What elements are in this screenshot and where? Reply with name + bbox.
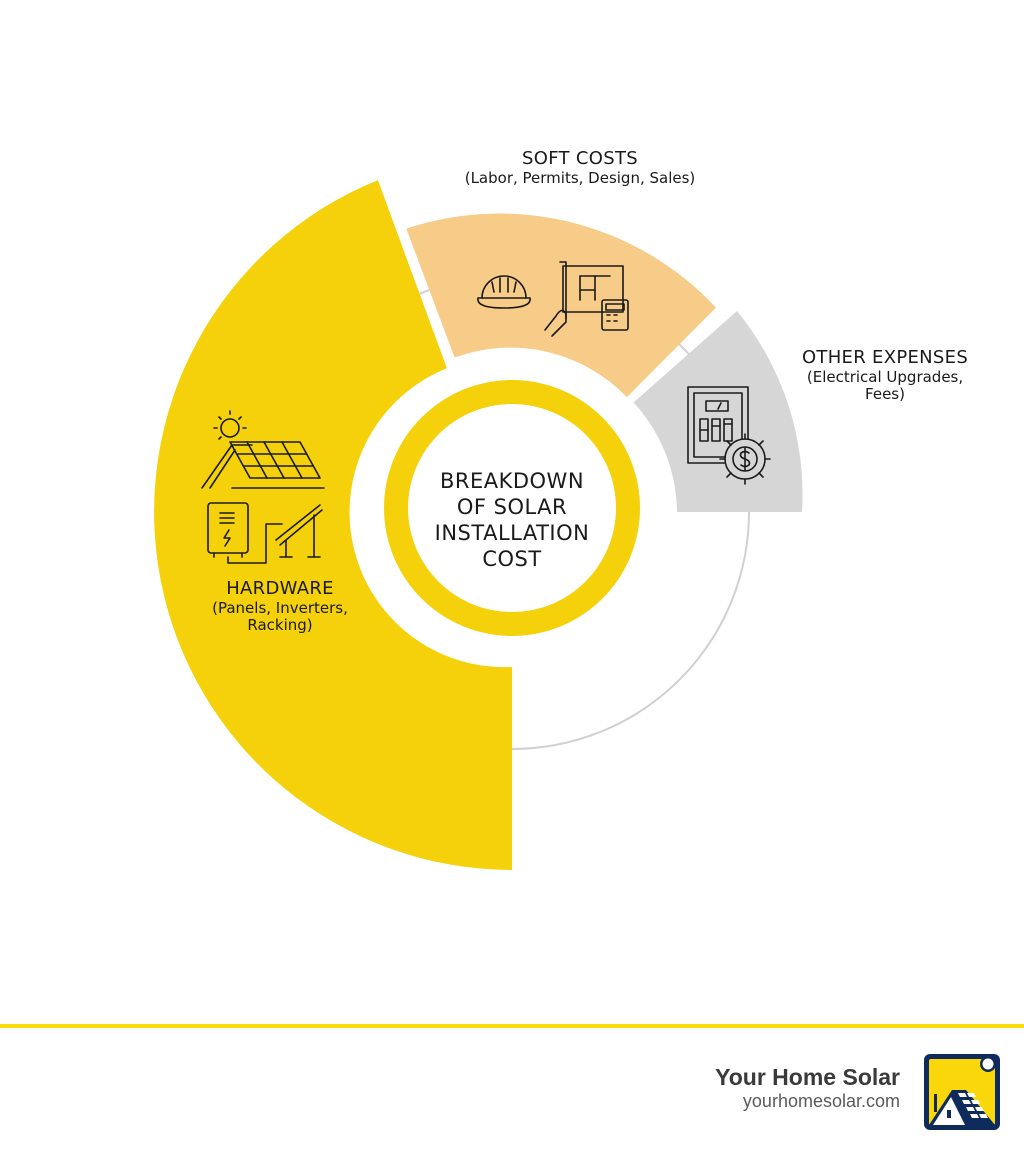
soft-costs-detail: (Labor, Permits, Design, Sales) xyxy=(464,168,696,187)
electrical-panel-dollar-gear-icon xyxy=(687,386,771,485)
brand-logo-icon[interactable] xyxy=(922,1052,1002,1132)
hardware-title: HARDWARE xyxy=(226,578,334,599)
label-other-expenses: OTHER EXPENSES (Electrical Upgrades, Fee… xyxy=(775,347,995,403)
hardware-detail-line1: (Panels, Inverters, xyxy=(212,598,348,617)
hardhat-blueprint-calculator-icon xyxy=(477,261,629,337)
center-disc xyxy=(408,404,616,612)
soft-costs-title: SOFT COSTS xyxy=(522,148,638,169)
segment-soft-costs[interactable] xyxy=(406,213,716,398)
brand-url[interactable]: yourhomesolar.com xyxy=(742,1091,900,1111)
title-line-3: INSTALLATION xyxy=(434,521,590,545)
title-line-1: BREAKDOWN xyxy=(439,469,585,493)
segment-hardware[interactable] xyxy=(154,180,512,871)
other-expenses-detail-line1: (Electrical Upgrades, xyxy=(806,367,964,386)
other-expenses-title: OTHER EXPENSES xyxy=(801,347,969,368)
solar-roof-inverter-racking-icon xyxy=(201,410,325,564)
title-line-2: OF SOLAR xyxy=(456,495,568,519)
label-hardware: HARDWARE (Panels, Inverters, Racking) xyxy=(180,578,380,634)
hardware-detail-line2: Racking) xyxy=(247,615,313,634)
cost-breakdown-diagram xyxy=(154,180,803,871)
title-line-4: COST xyxy=(482,547,542,571)
other-expenses-detail-line2: Fees) xyxy=(865,384,905,403)
diagram-title: BREAKDOWN OF SOLAR INSTALLATION COST xyxy=(412,468,612,572)
label-soft-costs: SOFT COSTS (Labor, Permits, Design, Sale… xyxy=(400,148,760,187)
brand-name[interactable]: Your Home Solar xyxy=(715,1064,900,1090)
footer-accent-rule xyxy=(0,1024,1024,1028)
